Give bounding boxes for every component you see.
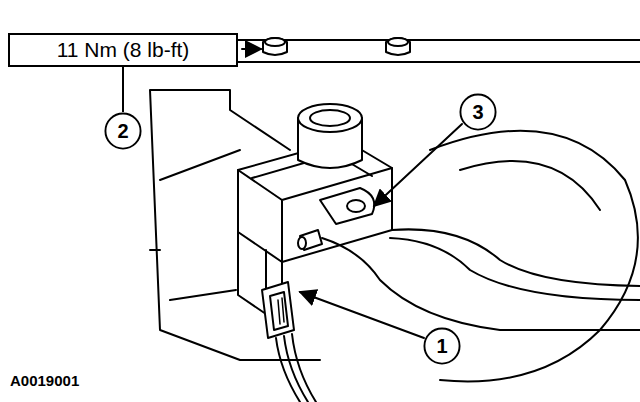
callout-number: 3 [472,102,483,122]
callout-number: 1 [436,336,447,356]
torque-spec-box: 11 Nm (8 lb-ft) [8,33,238,67]
torque-value: 11 Nm (8 lb-ft) [57,38,190,62]
callout-number: 2 [117,121,128,141]
callout-circle: 2 [104,112,142,150]
callout-circle: 3 [459,93,497,131]
figure-id: A0019001 [10,372,79,389]
leader-line [122,67,124,112]
callout-circle: 1 [423,327,461,365]
